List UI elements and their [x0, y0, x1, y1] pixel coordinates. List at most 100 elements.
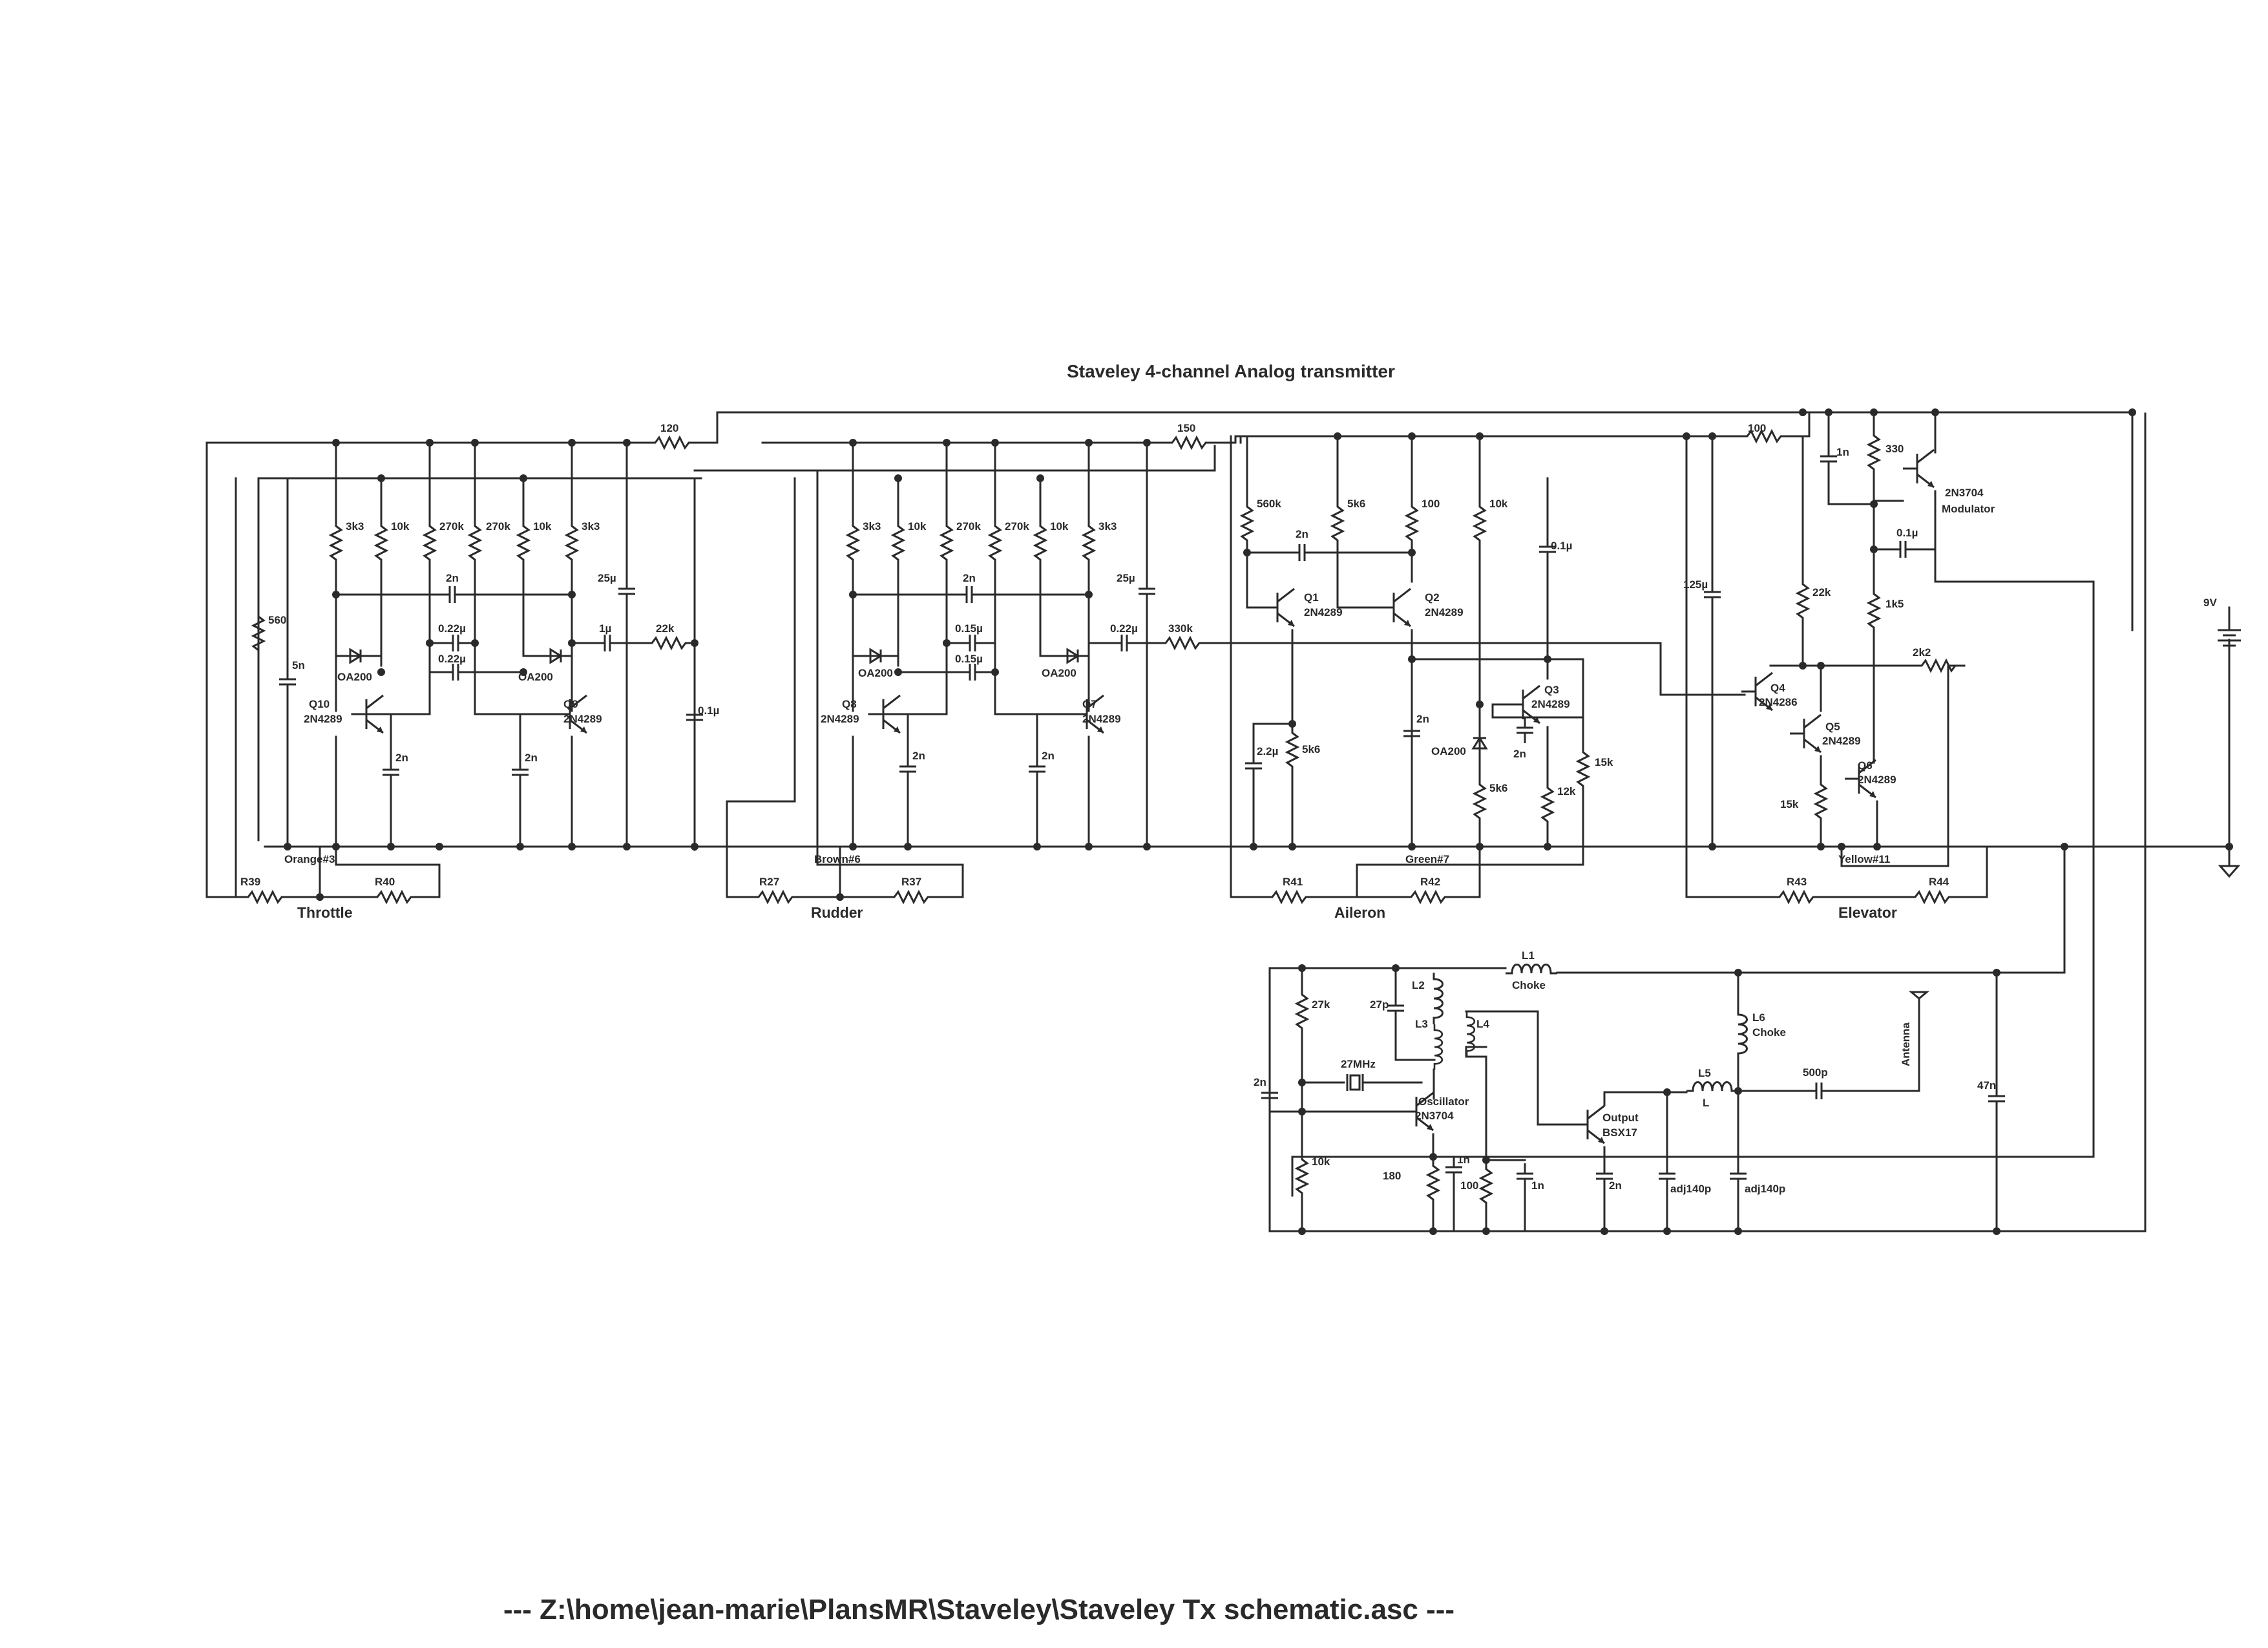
rudder-r-330k: 330k	[1168, 622, 1193, 635]
rf-l6-label: Choke	[1752, 1026, 1786, 1039]
elevator-c-01: 0.1µ	[1896, 527, 1918, 539]
aileron-q2: Q2	[1425, 591, 1440, 604]
rudder-q-right-type: 2N4289	[1082, 713, 1121, 725]
aileron-c-01: 0.1µ	[1551, 540, 1572, 552]
elevator-q4-type: 2N4286	[1759, 696, 1798, 708]
throttle-q-left-type: 2N4289	[304, 713, 342, 725]
rudder-r1: 3k3	[863, 520, 881, 533]
aileron-r42: R42	[1420, 876, 1440, 888]
rf-c-27p: 27p	[1370, 998, 1389, 1011]
rf-l5: L5	[1698, 1067, 1711, 1079]
rf-c-2nb: 2n	[1609, 1179, 1622, 1192]
rf-l2: L2	[1412, 979, 1425, 991]
rf-c-1nb: 1n	[1531, 1179, 1544, 1192]
rudder-q-left-type: 2N4289	[821, 713, 859, 725]
rf-c-adj1: adj140p	[1670, 1183, 1711, 1195]
throttle-c-01: 0.1µ	[698, 704, 719, 717]
throttle-r40: R40	[375, 876, 395, 888]
aileron-c-2nb: 2n	[1416, 713, 1429, 725]
file-path-footer: --- Z:\home\jean-marie\PlansMR\Staveley\…	[503, 1594, 1454, 1625]
throttle-r-560: 560	[268, 614, 286, 626]
throttle-c-5n: 5n	[292, 659, 305, 671]
wire-brown: Brown#6	[814, 853, 861, 865]
group-aileron: Aileron	[1334, 904, 1385, 921]
battery-label: 9V	[2203, 597, 2217, 609]
throttle-r5: 10k	[533, 520, 552, 533]
aileron-c-22: 2.2µ	[1257, 745, 1278, 757]
rudder-q-left: Q8	[842, 698, 857, 710]
aileron-r-15k: 15k	[1595, 756, 1613, 768]
throttle-r2: 10k	[391, 520, 410, 533]
aileron-r41: R41	[1283, 876, 1303, 888]
rudder-r2: 10k	[908, 520, 927, 533]
elevator-r-supply: 100	[1748, 422, 1766, 434]
rf-r-27k: 27k	[1312, 998, 1330, 1011]
throttle-r1: 3k3	[346, 520, 364, 533]
elevator-q5: Q5	[1825, 721, 1840, 733]
aileron-q3: Q3	[1544, 684, 1559, 696]
elevator-r-22k: 22k	[1812, 586, 1831, 598]
elevator-r-330: 330	[1885, 443, 1904, 455]
group-rudder: Rudder	[811, 904, 863, 921]
rf-r-100: 100	[1460, 1179, 1478, 1192]
junction-dots	[284, 408, 2233, 1235]
rf-crystal: 27MHz	[1341, 1058, 1376, 1070]
rudder-c-timing: 2n	[963, 572, 976, 584]
rudder-d1: OA200	[858, 667, 893, 679]
throttle-section: 120 3k3 10k 270k 270k 10k 3k3 2n	[205, 422, 719, 921]
rudder-c-25: 25µ	[1117, 572, 1135, 584]
throttle-d1: OA200	[337, 671, 372, 683]
throttle-d2: OA200	[518, 671, 553, 683]
battery: 9V	[2203, 597, 2241, 647]
throttle-c-left: 2n	[395, 752, 408, 764]
throttle-q-left: Q10	[309, 698, 330, 710]
aileron-q1-type: 2N4289	[1304, 606, 1343, 618]
elevator-q6: Q6	[1858, 759, 1873, 772]
rf-r-180: 180	[1383, 1170, 1401, 1182]
elevator-q4: Q4	[1770, 682, 1785, 694]
rf-c-1n: 1n	[1457, 1154, 1470, 1166]
aileron-r-100: 100	[1422, 498, 1440, 510]
rf-l6: L6	[1752, 1011, 1765, 1024]
rf-r-10k: 10k	[1312, 1156, 1330, 1168]
aileron-c-2n: 2n	[1296, 528, 1308, 540]
elevator-q-mod-label: Modulator	[1942, 503, 1995, 515]
elevator-r43: R43	[1787, 876, 1807, 888]
rf-antenna: Antenna	[1900, 1022, 1912, 1066]
aileron-r-560k: 560k	[1257, 498, 1281, 510]
rudder-c-b: 0.15µ	[955, 653, 983, 665]
rf-l3: L3	[1415, 1018, 1428, 1030]
rf-l1: L1	[1522, 949, 1535, 962]
wire-orange: Orange#3	[284, 853, 335, 865]
aileron-section: 560k 5k6 100 2n Q1 2N4289 Q2 2N4289 2.2µ…	[1230, 435, 1613, 921]
rf-q-osc-label: Oscillator	[1418, 1095, 1469, 1108]
throttle-c-right: 2n	[525, 752, 538, 764]
throttle-c-25: 25µ	[598, 572, 616, 584]
rudder-q-right: Q7	[1082, 698, 1097, 710]
rf-l1-label: Choke	[1512, 979, 1546, 991]
rudder-r27: R27	[759, 876, 779, 888]
rudder-r3: 270k	[956, 520, 981, 533]
wire-green: Green#7	[1405, 853, 1449, 865]
rf-q-osc-type: 2N3704	[1415, 1110, 1454, 1122]
elevator-r-2k2: 2k2	[1913, 646, 1931, 659]
throttle-r39: R39	[240, 876, 260, 888]
rf-q-out-type: BSX17	[1602, 1126, 1637, 1139]
supply-rails	[205, 411, 2241, 898]
rf-c-2n: 2n	[1254, 1076, 1266, 1088]
throttle-r6: 3k3	[582, 520, 600, 533]
aileron-c-2nc: 2n	[1513, 748, 1526, 760]
rf-c-500p: 500p	[1803, 1066, 1828, 1079]
aileron-q3-type: 2N4289	[1531, 698, 1570, 710]
rudder-c-a: 0.15µ	[955, 622, 983, 635]
throttle-c-1: 1µ	[599, 622, 611, 635]
rudder-r6: 3k3	[1098, 520, 1117, 533]
throttle-c-timing: 2n	[446, 572, 459, 584]
elevator-r44: R44	[1929, 876, 1949, 888]
aileron-r-12k: 12k	[1557, 785, 1576, 798]
rf-c-47n: 47n	[1977, 1079, 1996, 1092]
rudder-c-right: 2n	[1042, 750, 1055, 762]
rf-q-out-label: Output	[1602, 1112, 1639, 1124]
aileron-r-5k6b: 5k6	[1302, 743, 1320, 755]
